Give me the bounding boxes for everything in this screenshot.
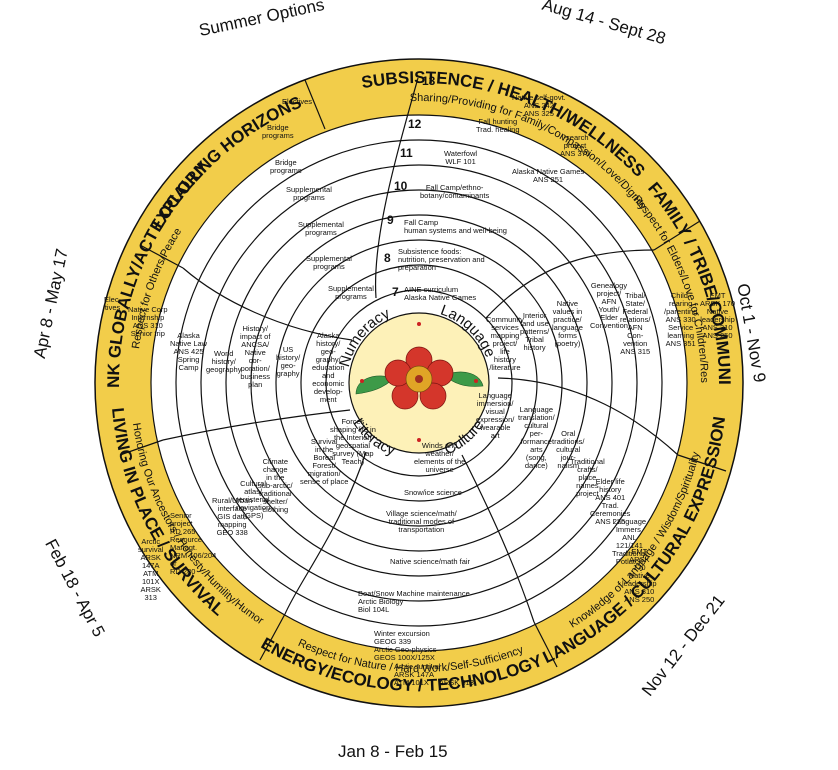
label-e11: Boat/Snow Machine maintenance Arctic Bio… (358, 589, 470, 614)
flower-icon (355, 346, 484, 410)
label-e13: Arctic survival ARSK 147A ATM 101X ARSK … (394, 662, 474, 687)
label-x11: Bridge programs (270, 158, 302, 175)
label-p9: Climate change in the sub-arctic/ tradit… (258, 457, 293, 514)
label-t12: Native Corp Internship ANS 310 Senior tr… (128, 305, 168, 338)
label-f11: Tribal/ State/ Federal relations/ AFN Co… (620, 291, 651, 356)
label-x12: Bridge programs (262, 123, 294, 140)
label-f8: Interior land use patterns/ Tribal histo… (520, 311, 550, 352)
label-l8: Language translation/ cultural per- form… (518, 405, 555, 470)
label-s13: Native self-govt. ANS 242 ANS 325 (512, 93, 566, 118)
label-l10: Traditional crafts/ place names project (570, 457, 605, 498)
label-s7: AINE curriculum Alaska Native Games (404, 285, 477, 302)
label-s11: Waterfowl WLF 101 (444, 149, 478, 166)
date-jan: Jan 8 - Feb 15 (338, 742, 448, 761)
label-x7: Supplemental programs (328, 284, 374, 301)
label-s12: Fall hunting Trad. healing (476, 117, 520, 134)
grade-11: 11 (400, 146, 413, 160)
label-x13: Electives (282, 97, 313, 106)
label-p7: Forces shaping life in the Interior/ geo… (330, 417, 376, 466)
label-p11: Rural/Urban interface GIS data mapping G… (212, 496, 253, 537)
label-t10: World history/ geography (206, 349, 242, 374)
label-e10: Native science/math fair (390, 557, 471, 566)
label-t9: History/ impact of ANCSA/ Native cor- po… (240, 324, 271, 389)
label-l7: Language immersion/ visual expression/ w… (476, 391, 515, 440)
label-x9: Supplemental programs (298, 220, 344, 237)
label-s8: Subsistence foods: nutrition, preservati… (398, 247, 485, 272)
label-e8: Snow/ice science (404, 488, 462, 497)
label-l13: EMT ARSK 170 Native leadership ANS 310 A… (622, 547, 657, 604)
label-t11: Alaska Native Law ANS 425 Spring Camp (170, 331, 208, 372)
grade-12: 12 (408, 117, 422, 131)
label-e9: Village science/math/ traditional modes … (386, 509, 457, 534)
grade-13: 13 (422, 74, 436, 88)
label-p12: Senior project RD 265 Resource Managt. N… (170, 511, 217, 576)
label-f9: Native values in practice/ language form… (552, 299, 583, 348)
label-f10: Genealogy project/ AFN Youth/ Elder Conv… (590, 281, 628, 330)
label-e7: Winds and weather/ elements of the unive… (414, 441, 466, 474)
label-f13: EMT ARSK 170 Native leadership ANS 310 A… (700, 291, 736, 340)
grade-7: 7 (392, 285, 399, 299)
label-x10: Supplemental programs (286, 185, 332, 202)
label-l12: Language Immers. ANL 121/141 Traditional… (612, 517, 647, 566)
grade-9: 9 (387, 213, 394, 227)
band-dividers (119, 79, 727, 668)
grade-rings (175, 139, 663, 627)
label-t7: Alaska history/ geo- graphy/ education a… (312, 331, 345, 404)
label-s12b: I-search project ANS 375 (560, 133, 591, 158)
center-dots (360, 322, 478, 442)
spokes (162, 77, 679, 623)
label-f12: Child- rearing /parenting ANS 330 Servic… (664, 291, 698, 348)
label-p8: Survival in the Boreal Forest/ migration… (300, 437, 349, 486)
label-s9: Fall Camp human systems and well-being (404, 218, 507, 235)
label-t13: Elec- tives (104, 295, 122, 312)
label-x8: Supplemental programs (306, 254, 352, 271)
grade-badges: 7 8 9 10 11 12 13 (384, 74, 436, 299)
label-f7: Community services mapping project/ life… (486, 315, 524, 372)
label-l11: Elder life history ANS 401 Trad. Ceremon… (590, 477, 631, 526)
label-p10: Cultural atlas/ terristerial navigation … (236, 479, 271, 520)
label-s11b: Alaska Native Games ANS 251 (512, 167, 585, 184)
label-t8: US history/ geo- graphy (276, 345, 301, 378)
label-s10: Fall Camp/ethno- botany/contaminants (420, 183, 490, 200)
label-p13: Arctic survival ARSK 147A ATM 101X ARSK … (138, 537, 164, 602)
grade-10: 10 (394, 179, 408, 193)
label-e12: Winter excursion GEOG 339 Arctic Geo-phy… (374, 629, 437, 662)
label-l9: Oral traditions/ cultural jour- nalism (552, 429, 585, 470)
grade-8: 8 (384, 251, 391, 265)
